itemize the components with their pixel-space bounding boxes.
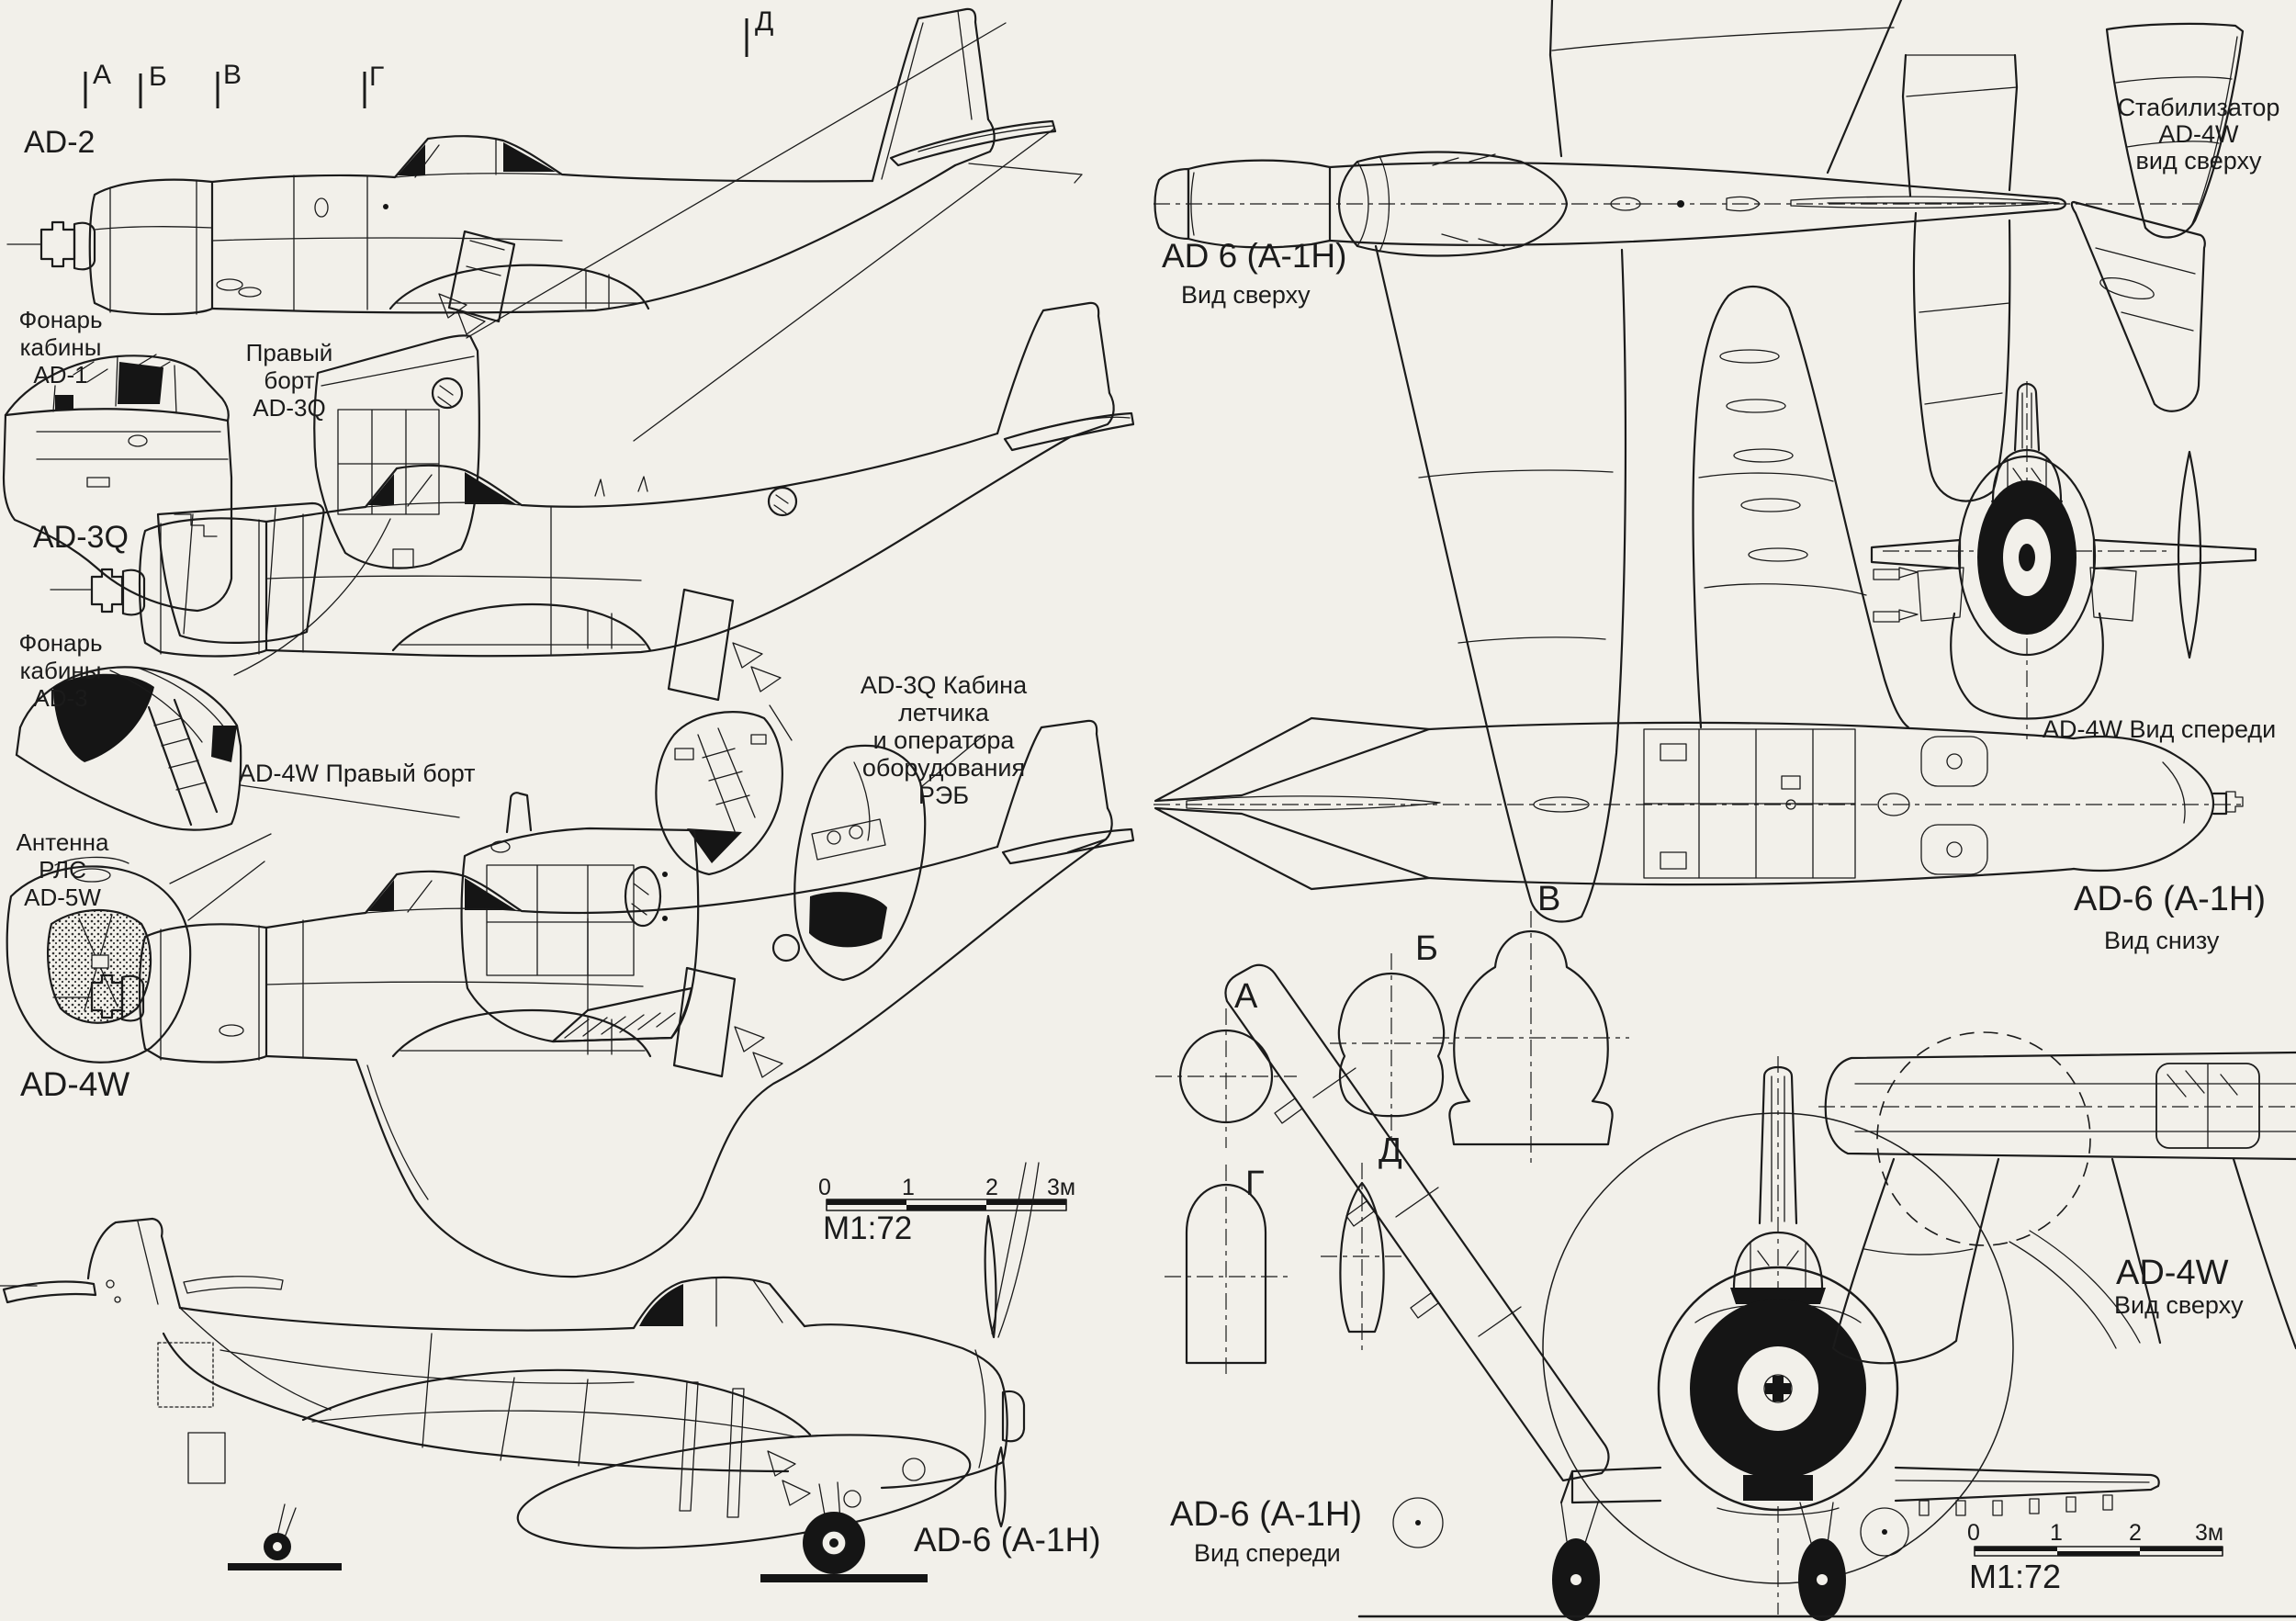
caption-starboard-ad3q-line1: Правый борт — [245, 339, 333, 394]
caption-ad4w-front: AD-4W Вид спереди — [2043, 715, 2277, 743]
ad4w-top-view — [1818, 1031, 2296, 1365]
caption-stabilizer-ad4w: Стабилизатор AD-4W вид сверху — [2101, 95, 2296, 174]
caption-canopy-ad3-line2: AD-3 — [33, 684, 88, 712]
label-ad3q: AD-3Q — [33, 520, 129, 555]
caption-ad3q-cockpit-line4: РЭБ — [917, 782, 970, 809]
cross-section-label-a: А — [1234, 977, 1258, 1016]
ad5w-antenna-detail — [6, 833, 272, 1064]
scale-right-tick-3: 3м — [2195, 1520, 2224, 1546]
section-mark-g: Г — [369, 62, 385, 92]
ad6-front-view — [1224, 963, 2296, 1621]
caption-ad6-bottom-subtitle: Вид снизу — [2104, 927, 2220, 954]
section-mark-a: А — [93, 60, 112, 90]
caption-antenna-ad5w-line2: AD-5W — [24, 884, 101, 911]
label-ad6-side: AD-6 (А-1Н) — [914, 1521, 1101, 1559]
scale-bar-right — [1974, 1546, 2223, 1557]
caption-ad4w-starboard: AD-4W Правый борт — [239, 760, 476, 787]
cross-sections — [1155, 911, 1629, 1378]
caption-ad6-top-title: AD 6 (А-1Н) — [1162, 237, 1347, 275]
cross-section-label-g: Г — [1245, 1165, 1265, 1203]
caption-ad6-bottom-title: AD-6 (А-1Н) — [2074, 880, 2267, 918]
ad6-side-view — [0, 1214, 1026, 1582]
section-mark-d: Д — [755, 6, 774, 37]
scale-left-tick-3: 3м — [1047, 1175, 1076, 1200]
scale-right-tick-2: 2 — [2129, 1520, 2142, 1546]
caption-antenna-ad5w-line1: Антенна РЛС — [16, 828, 109, 884]
caption-canopy-ad1-line1: Фонарь кабины — [18, 306, 103, 361]
caption-ad6-front-title: AD-6 (А-1Н) — [1170, 1495, 1363, 1534]
section-mark-v: В — [223, 60, 242, 90]
caption-stabilizer-line3: вид сверху — [2135, 147, 2262, 174]
caption-ad4w-top-subtitle: Вид сверху — [2114, 1291, 2244, 1319]
caption-canopy-ad1: Фонарь кабины AD-1 — [0, 306, 121, 388]
caption-ad6-front-subtitle: Вид спереди — [1194, 1539, 1341, 1567]
caption-ad3q-cockpit-line1: AD-3Q Кабина летчика — [860, 671, 1028, 726]
ad1-canopy-detail — [2, 354, 233, 613]
scale-left-tick-0: 0 — [818, 1175, 831, 1200]
ad4w-front-view — [1870, 381, 2257, 739]
scale-left-tick-1: 1 — [902, 1175, 915, 1200]
ad4w-stabilizer-top-view — [2070, 22, 2245, 412]
label-ad2: AD-2 — [24, 125, 96, 160]
scale-right-tick-1: 1 — [2050, 1520, 2063, 1546]
caption-starboard-ad3q-line2: AD-3Q — [253, 394, 326, 422]
scale-right-ratio: М1:72 — [1969, 1558, 2062, 1595]
caption-ad3q-cockpit-line3: оборудования — [861, 754, 1026, 782]
caption-ad4w-top-title: AD-4W — [2116, 1254, 2229, 1292]
ad4w-starboard-fragment — [460, 792, 700, 1043]
scale-left-ratio: М1:72 — [823, 1210, 913, 1246]
caption-canopy-ad1-line2: AD-1 — [33, 361, 88, 388]
ad3q-starboard-fragment — [313, 334, 480, 569]
caption-antenna-ad5w: Антенна РЛС AD-5W — [0, 828, 125, 911]
caption-ad3q-cockpit: AD-3Q Кабина летчика и оператора оборудо… — [817, 671, 1070, 809]
cross-section-label-d: Д — [1379, 1131, 1402, 1170]
scale-right-tick-0: 0 — [1967, 1520, 1980, 1546]
ad6-bottom-view — [1154, 285, 2244, 891]
ad3q-side-view — [50, 301, 1135, 702]
caption-starboard-ad3q: Правый борт AD-3Q — [220, 339, 358, 422]
ad3-canopy-detail — [15, 666, 460, 831]
caption-ad3q-cockpit-line2: и оператора — [872, 726, 1015, 754]
caption-ad6-top-subtitle: Вид сверху — [1181, 281, 1311, 309]
label-ad4w: AD-4W — [20, 1065, 130, 1103]
caption-canopy-ad3: Фонарь кабины AD-3 — [0, 629, 121, 712]
ad4w-side-view — [52, 719, 1135, 1278]
caption-canopy-ad3-line1: Фонарь кабины — [18, 629, 103, 684]
ad3q-cockpit-cutaway — [655, 704, 985, 982]
caption-stabilizer-line1: Стабилизатор — [2117, 94, 2280, 121]
section-mark-b: Б — [149, 62, 167, 92]
scale-left-tick-2: 2 — [985, 1175, 998, 1200]
cross-section-label-b: Б — [1415, 929, 1438, 968]
ad2-side-view — [6, 7, 1083, 442]
caption-stabilizer-line2: AD-4W — [2158, 120, 2239, 148]
scale-bar-left — [826, 1162, 1067, 1338]
ad6-top-view — [1154, 0, 2204, 923]
cross-section-label-v: В — [1537, 880, 1561, 918]
